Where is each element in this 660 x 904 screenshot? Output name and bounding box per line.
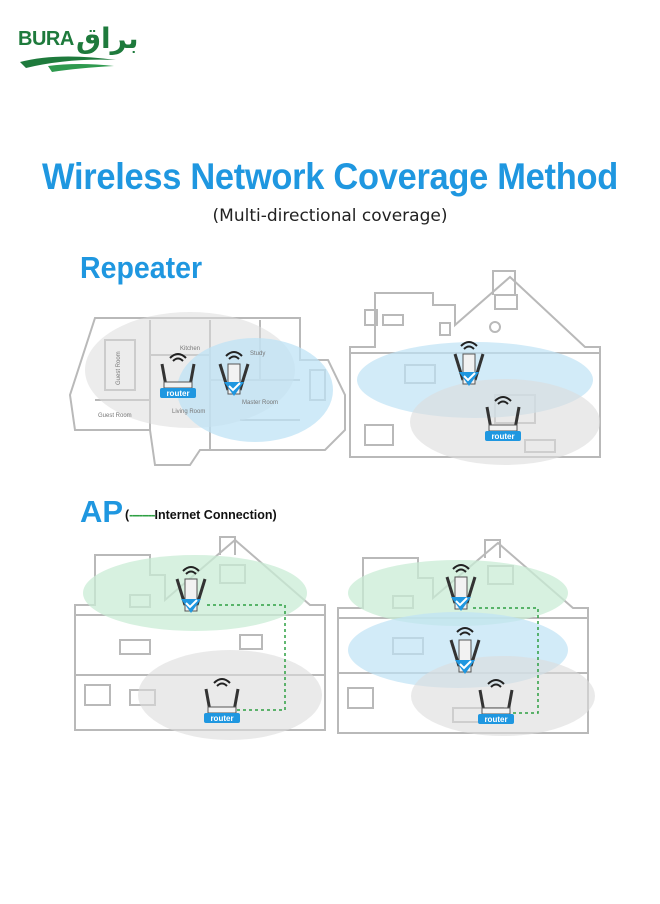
internet-connection-legend: (--------Internet Connection) xyxy=(125,508,277,522)
router-label: router xyxy=(484,715,507,724)
ap-heading: AP xyxy=(80,494,124,529)
legend-text: Internet Connection) xyxy=(154,508,277,522)
check-icon xyxy=(228,382,241,392)
page-subtitle: (Multi-directional coverage) xyxy=(212,206,448,226)
repeater-house-diagram: router xyxy=(349,270,601,465)
wifi-icon xyxy=(452,564,470,573)
room-label-guest-room-2: Guest Room xyxy=(98,413,132,419)
access-point-device xyxy=(445,564,477,611)
router-device: router xyxy=(485,396,521,441)
wifi-icon xyxy=(213,678,231,687)
room-label-study: Study xyxy=(250,351,265,357)
router-device: router xyxy=(160,353,196,398)
router-label: router xyxy=(210,714,233,723)
check-icon xyxy=(463,372,476,382)
legend-open-paren: ( xyxy=(125,508,130,522)
wifi-icon xyxy=(460,341,478,350)
leaf-swoosh-icon xyxy=(20,56,116,72)
repeater-device xyxy=(218,351,250,396)
wifi-icon xyxy=(487,679,505,688)
brand-logo: BURA براق xyxy=(18,22,139,74)
repeater-floorplan-diagram: Kitchen Study Guest Room Guest Room Livi… xyxy=(68,312,346,466)
brand-arabic: براق xyxy=(76,22,139,55)
check-icon xyxy=(455,597,468,607)
router-label: router xyxy=(491,432,514,441)
router-device: router xyxy=(478,679,514,724)
page-title: Wireless Network Coverage Method xyxy=(42,156,618,197)
repeater-device xyxy=(453,341,485,386)
room-label-kitchen: Kitchen xyxy=(180,346,200,352)
legend-dash-line: -------- xyxy=(129,508,155,522)
room-label-living-room: Living Room xyxy=(172,409,205,415)
repeater-device xyxy=(449,627,481,674)
wifi-icon xyxy=(456,627,474,636)
internet-connection-line xyxy=(473,607,539,714)
repeater-heading: Repeater xyxy=(80,250,203,285)
ap-house-left-diagram: router xyxy=(74,536,326,740)
room-label-guest-room: Guest Room xyxy=(116,351,122,385)
router-device: router xyxy=(204,678,240,723)
internet-connection-line xyxy=(207,604,286,711)
wifi-icon xyxy=(182,566,200,575)
wifi-icon xyxy=(169,353,187,362)
router-label: router xyxy=(166,389,189,398)
wifi-icon xyxy=(225,351,243,360)
access-point-device xyxy=(175,566,207,613)
wifi-icon xyxy=(494,396,512,405)
room-label-master-room: Master Room xyxy=(242,400,278,406)
check-icon xyxy=(185,599,198,609)
ap-house-right-diagram: router xyxy=(337,539,595,736)
check-icon xyxy=(459,660,472,670)
brand-latin: BURA xyxy=(18,28,74,50)
